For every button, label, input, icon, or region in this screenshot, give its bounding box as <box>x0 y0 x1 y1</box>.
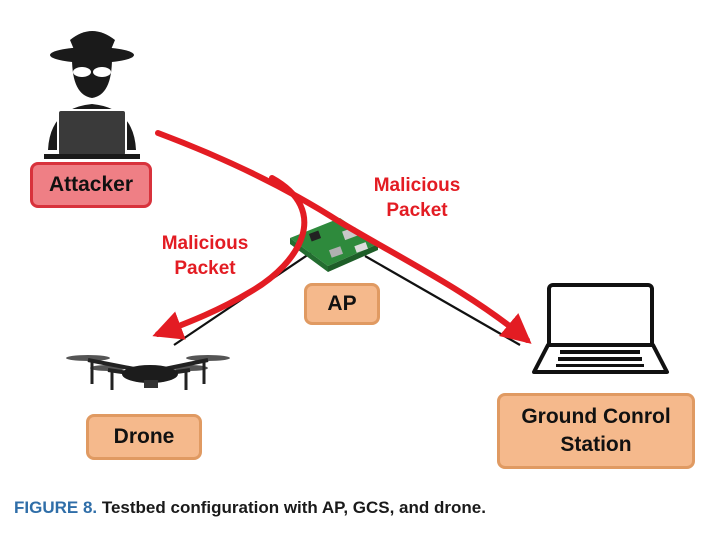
figure-caption: FIGURE 8. Testbed configuration with AP,… <box>14 498 704 518</box>
packet-right-line2: Packet <box>386 199 448 221</box>
malicious-packet-label-right: Malicious Packet <box>352 174 482 223</box>
gcs-label: Ground Conrol Station <box>497 393 695 469</box>
link-ap-gcs <box>364 255 521 346</box>
caption-prefix: FIGURE 8. <box>14 498 98 517</box>
attack-path-to-gcs <box>155 130 532 344</box>
ap-label-text: AP <box>327 292 357 315</box>
ap-label: AP <box>304 283 380 325</box>
gcs-label-line2: Station <box>560 433 632 456</box>
drone-label: Drone <box>86 414 202 460</box>
attacker-label-text: Attacker <box>48 173 134 196</box>
attack-path-to-drone <box>152 175 308 340</box>
malicious-packet-label-left: Malicious Packet <box>140 232 270 281</box>
packet-right-line1: Malicious <box>373 175 461 196</box>
attacker-label: Attacker <box>30 162 152 208</box>
gcs-label-line1: Ground Conrol <box>521 404 671 428</box>
laptop-icon <box>532 283 669 374</box>
caption-text: Testbed configuration with AP, GCS, and … <box>101 498 486 517</box>
drone-label-text: Drone <box>113 425 175 448</box>
packet-left-line1: Malicious <box>161 233 249 254</box>
hacker-icon <box>44 31 140 159</box>
drone-icon <box>66 355 230 390</box>
packet-left-line2: Packet <box>174 257 236 279</box>
